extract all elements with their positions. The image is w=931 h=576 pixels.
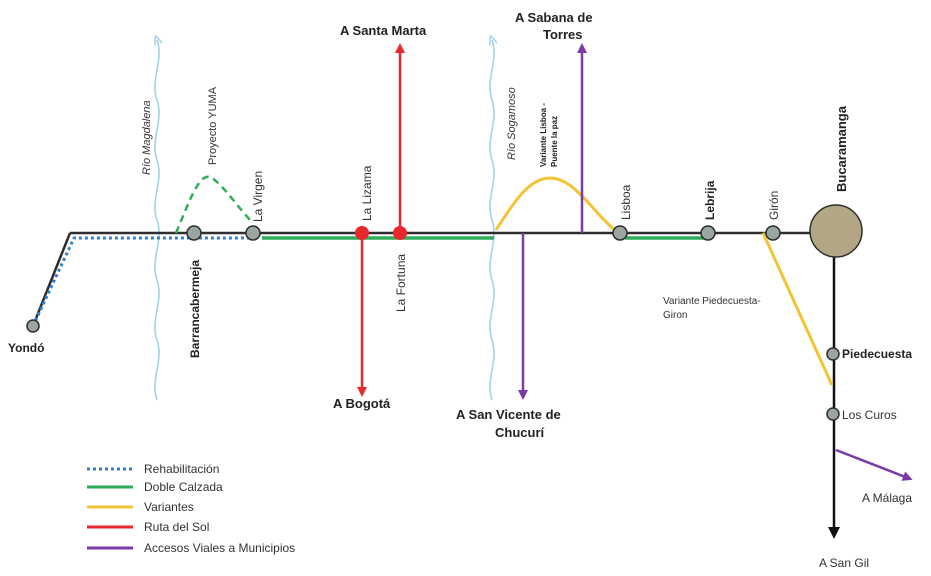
- malaga-label: A Málaga: [862, 491, 912, 505]
- lisboa-label: Lisboa: [619, 184, 633, 220]
- legend-label: Doble Calzada: [144, 480, 223, 494]
- variante-lisboa-curve: [494, 176, 616, 232]
- bogota-label: A Bogotá: [333, 396, 391, 411]
- legend-label: Variantes: [144, 500, 194, 514]
- la-lizama-label: La Lizama: [360, 165, 374, 221]
- river-magdalena: [155, 40, 159, 401]
- legend-label: Ruta del Sol: [144, 520, 209, 534]
- legend: Rehabilitación Doble Calzada Variantes R…: [87, 462, 295, 555]
- la-virgen-node: [245, 225, 261, 241]
- barrancabermeja-label: Barrancabermeja: [188, 260, 202, 358]
- giron-node: [765, 225, 781, 241]
- piedecuesta-label: Piedecuesta: [842, 347, 912, 361]
- san-vicente-label: Chucurí: [495, 425, 545, 440]
- variante-piedecuesta-label: Giron: [663, 310, 687, 321]
- rehabilitacion-segment: [31, 236, 253, 327]
- proyecto-yuma-label: Proyecto YUMA: [207, 86, 219, 165]
- la-virgen-label: La Virgen: [251, 171, 265, 222]
- los-curos-node: [826, 407, 840, 421]
- san-vicente-label: A San Vicente de: [456, 407, 561, 422]
- bucaramanga-label: Bucaramanga: [834, 105, 849, 192]
- barrancabermeja-node: [186, 225, 202, 241]
- river-sogamoso: [490, 40, 494, 401]
- santa-marta-label: A Santa Marta: [340, 23, 427, 38]
- legend-label: Accesos Viales a Municipios: [144, 541, 295, 555]
- bucaramanga-node: [809, 204, 863, 258]
- la-lizama-node: [355, 226, 369, 240]
- variante-piedecuesta-label: Variante Piedecuesta-: [663, 296, 761, 307]
- variante-piedecuesta-line: [761, 232, 834, 386]
- river-magdalena-label: Río Magdalena: [141, 100, 153, 175]
- river-sogamoso-label: Río Sogamoso: [506, 87, 518, 160]
- sabana-de-torres-label: Torres: [543, 27, 583, 42]
- piedecuesta-node: [826, 347, 840, 361]
- variante-lisboa-label: Variante Lisboa -: [539, 103, 548, 167]
- acceso-malaga: [835, 448, 913, 481]
- variante-lisboa-label: Puente la paz: [550, 116, 559, 167]
- sabana-de-torres-label: A Sabana de: [515, 10, 593, 25]
- yondo-label: Yondó: [8, 341, 44, 355]
- legend-label: Rehabilitación: [144, 462, 219, 476]
- los-curos-label: Los Curos: [842, 408, 897, 422]
- main-road: [31, 232, 72, 327]
- la-fortuna-label: La Fortuna: [394, 254, 408, 312]
- yondo-node: [26, 319, 40, 333]
- san-gil-label: A San Gil: [819, 556, 869, 570]
- lebrija-label: Lebrija: [703, 180, 717, 220]
- proyecto-yuma-curve: [174, 175, 253, 234]
- lisboa-node: [612, 225, 628, 241]
- lebrija-node: [700, 225, 716, 241]
- giron-label: Girón: [767, 191, 781, 220]
- la-fortuna-node: [393, 226, 407, 240]
